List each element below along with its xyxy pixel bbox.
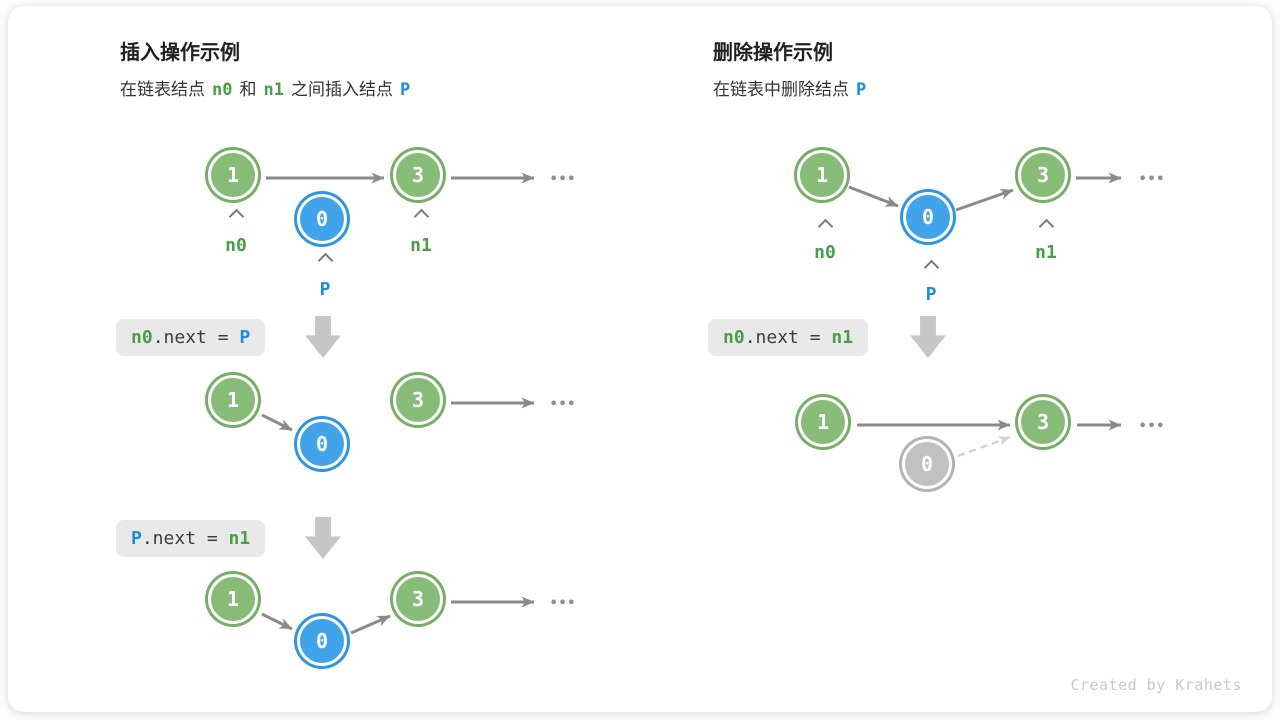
subtitle-text: 在链表中删除结点: [713, 80, 849, 99]
list-node-3: 3: [393, 150, 443, 200]
code-statement-2: P.next = n1: [116, 520, 266, 557]
code-rhs: n1: [831, 327, 854, 348]
list-node-3: 3: [393, 375, 443, 425]
code-mid: .next =: [152, 327, 240, 348]
code-lhs: n0: [131, 327, 153, 348]
code-mid: .next =: [141, 528, 229, 549]
code-mid: .next =: [744, 327, 832, 348]
token-p: P: [856, 80, 867, 100]
code-statement-delete: n0.next = n1: [708, 319, 869, 356]
delete-subtitle: 在链表中删除结点 P: [713, 78, 873, 102]
list-node-0-to-delete: 0: [903, 192, 953, 242]
ellipsis-icon: •••: [549, 172, 577, 187]
code-rhs: P: [239, 327, 251, 348]
list-node-1: 1: [798, 397, 848, 447]
link-arrow: [848, 185, 899, 208]
code-lhs: n0: [723, 327, 745, 348]
token-n1: n1: [263, 80, 284, 100]
list-node-3: 3: [1018, 150, 1068, 200]
code-lhs: P: [131, 528, 142, 549]
token-p: P: [399, 80, 411, 100]
pointer-label-n1: n1: [410, 235, 432, 256]
subtitle-text: 和: [239, 80, 257, 99]
pointer-label-n0: n0: [225, 235, 247, 256]
subtitle-text: 之间插入结点: [290, 80, 393, 99]
list-node-0-inserted: 0: [297, 616, 347, 666]
list-node-0-inserted: 0: [297, 419, 347, 469]
pointer-label-p: P: [925, 284, 937, 305]
code-rhs: n1: [228, 528, 251, 549]
link-arrow: [261, 612, 293, 631]
watermark: Created by Krahets: [1070, 676, 1242, 694]
pointer-label-n0: n0: [814, 242, 836, 263]
pointer-label-p: P: [319, 279, 331, 300]
delete-title: 删除操作示例: [713, 42, 833, 64]
code-statement-1: n0.next = P: [116, 319, 266, 356]
list-node-3: 3: [1018, 397, 1068, 447]
ellipsis-icon: •••: [1138, 172, 1166, 187]
link-arrow: [955, 188, 1014, 212]
ellipsis-icon: •••: [549, 596, 577, 611]
list-node-3: 3: [393, 574, 443, 624]
list-node-0-inserted: 0: [297, 194, 347, 244]
list-node-1: 1: [208, 150, 258, 200]
list-node-1: 1: [797, 150, 847, 200]
list-node-1: 1: [208, 574, 258, 624]
list-node-1: 1: [208, 375, 258, 425]
dashed-removed-link-arrow: [957, 435, 1011, 458]
subtitle-text: 在链表结点: [120, 80, 205, 99]
ellipsis-icon: •••: [1138, 419, 1166, 434]
link-arrow: [350, 614, 391, 635]
insert-subtitle: 在链表结点 n0 和 n1 之间插入结点 P: [120, 78, 417, 102]
token-n0: n0: [212, 80, 233, 100]
link-arrow: [261, 413, 293, 432]
insert-title: 插入操作示例: [120, 42, 240, 64]
pointer-label-n1: n1: [1035, 242, 1057, 263]
ellipsis-icon: •••: [549, 397, 577, 412]
list-node-0-removed: 0: [902, 439, 952, 489]
